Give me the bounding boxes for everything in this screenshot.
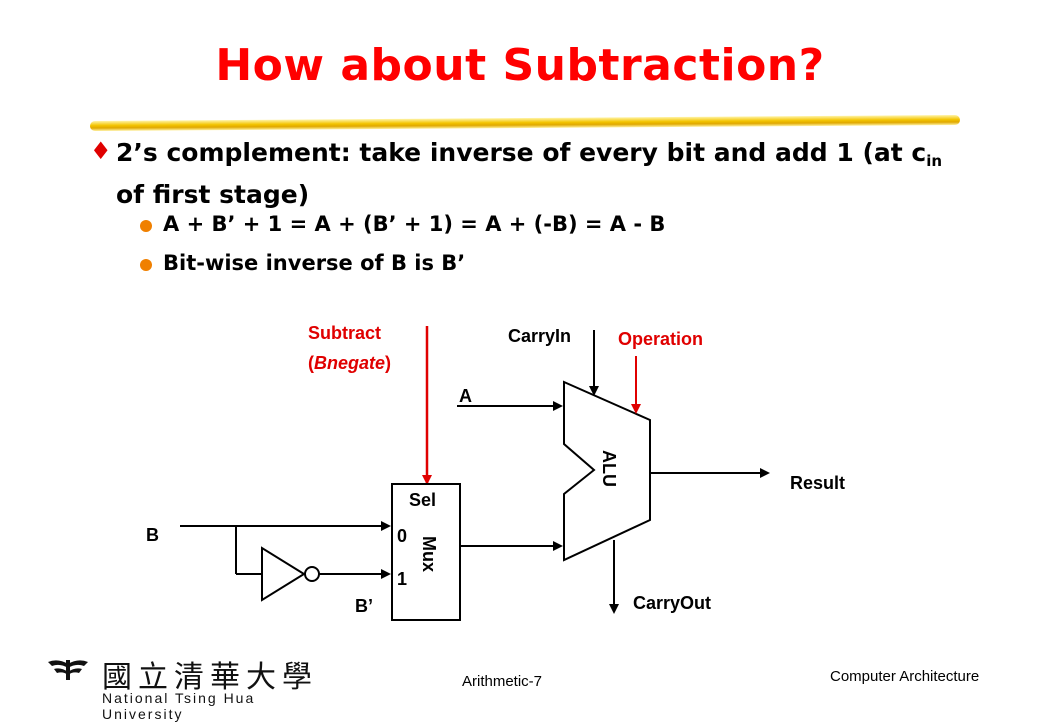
page-label: Arithmetic-7	[462, 673, 543, 690]
university-emblem-icon	[48, 660, 88, 680]
b-input-label: B	[146, 525, 159, 545]
main-bullet-text-2: of first stage)	[116, 180, 310, 209]
sub-bullet-2: Bit-wise inverse of B is B’	[163, 251, 466, 275]
mux-sel-label: Sel	[409, 490, 436, 510]
sub-bullet-dot-icon	[140, 259, 152, 271]
alu-label: ALU	[599, 450, 619, 487]
carryout-label: CarryOut	[633, 593, 711, 613]
bnegate-label: (Bnegate)	[308, 353, 391, 373]
bnegate-open-paren: (	[308, 353, 314, 373]
carryin-label: CarryIn	[508, 326, 571, 346]
mux-label: Mux	[419, 536, 439, 572]
inverter-icon	[261, 546, 306, 602]
bnegate-name: Bnegate	[314, 353, 385, 373]
main-bullet: 2’s complement: take inverse of every bi…	[116, 136, 976, 212]
b-prime-label: B’	[355, 596, 373, 616]
slide-title: How about Subtraction?	[215, 40, 825, 91]
subtract-label: Subtract	[308, 323, 381, 343]
alu-block	[563, 380, 651, 562]
mux-input-1-label: 1	[397, 569, 407, 589]
main-bullet-subscript: in	[926, 152, 943, 170]
operation-label: Operation	[618, 329, 703, 349]
bnegate-close-paren: )	[385, 353, 391, 373]
result-label: Result	[790, 473, 845, 493]
mux-input-0-label: 0	[397, 526, 407, 546]
inverter-bubble-icon	[304, 566, 320, 582]
university-logo: 國立清華大學 National Tsing Hua University	[46, 652, 336, 722]
university-name-en: National Tsing Hua University	[102, 690, 256, 722]
university-name-cjk: 國立清華大學	[102, 660, 318, 695]
course-label: Computer Architecture	[830, 668, 980, 685]
a-input-label: A	[459, 386, 472, 406]
main-bullet-text-1: 2’s complement: take inverse of every bi…	[116, 138, 927, 167]
sub-bullet-dot-icon	[140, 220, 152, 232]
mux-box	[391, 483, 461, 621]
sub-bullet-1: A + B’ + 1 = A + (B’ + 1) = A + (-B) = A…	[163, 212, 666, 236]
